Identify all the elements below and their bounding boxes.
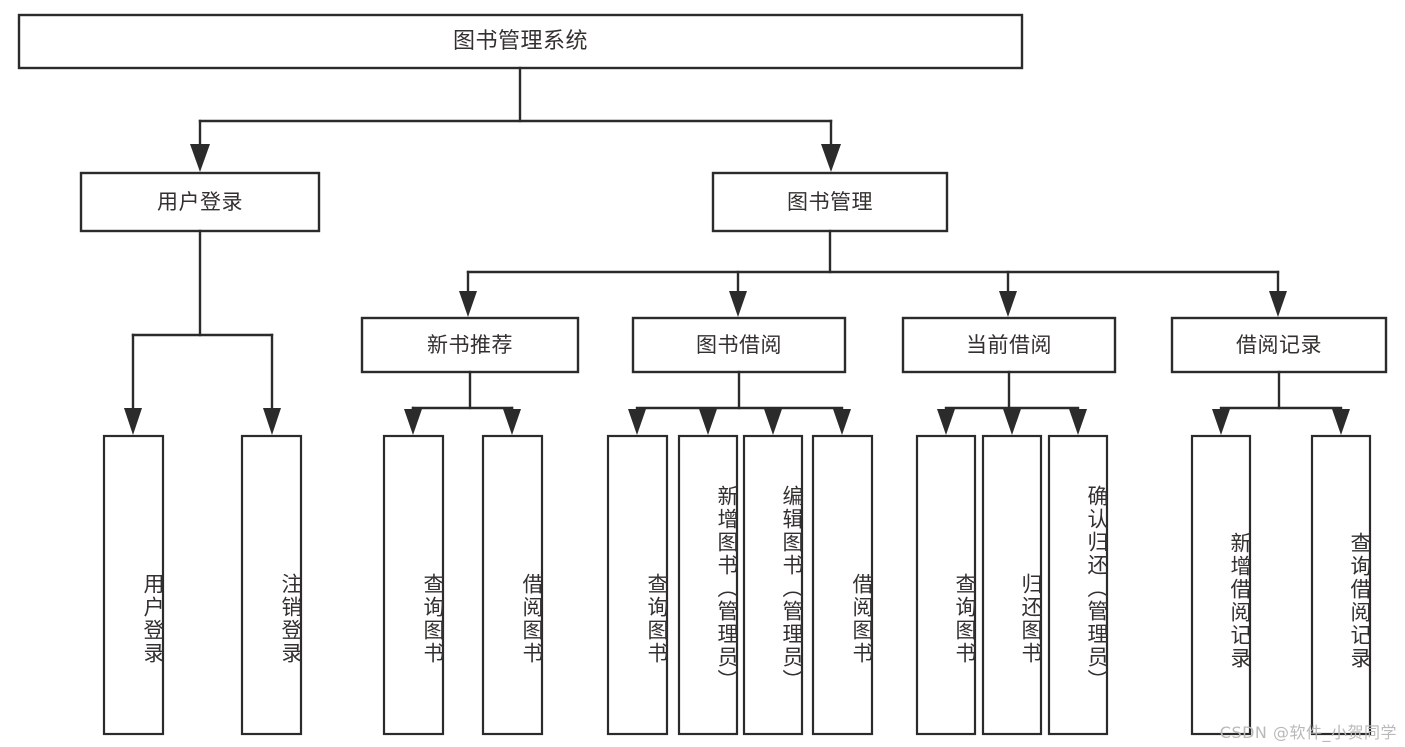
- arrowhead-record-query: [1332, 409, 1350, 435]
- arrowhead-book-borrow: [729, 291, 747, 317]
- arrowhead-user-login: [190, 144, 210, 172]
- leaf-label-borrow-lend: 借阅图书: [850, 573, 874, 665]
- arrowhead-recommend-borrow: [503, 409, 521, 435]
- node-label-book-management: 图书管理: [787, 189, 873, 214]
- leaf-label-record-query: 查询借阅记录: [1348, 532, 1372, 670]
- node-label-book-borrow: 图书借阅: [696, 332, 782, 357]
- node-box-root[interactable]: [17, 13, 1024, 70]
- leaf-label-user-login-logout: 注销登录: [279, 573, 303, 665]
- arrowhead-leaf-user-login: [124, 408, 142, 435]
- leaf-box-user-login-login[interactable]: [102, 434, 165, 736]
- node-label-borrow-record: 借阅记录: [1236, 332, 1322, 357]
- leaf-box-borrow-query[interactable]: [606, 434, 669, 736]
- node-box-user-login[interactable]: [79, 171, 321, 233]
- arrowhead-borrow-query: [628, 409, 646, 435]
- leaf-box-current-return[interactable]: [981, 434, 1043, 736]
- leaf-box-user-login-logout[interactable]: [240, 434, 303, 736]
- leaf-label-recommend-borrow: 借阅图书: [520, 573, 544, 665]
- leaf-box-borrow-edit[interactable]: [742, 434, 804, 736]
- arrowhead-new-book-recommend: [459, 291, 477, 317]
- leaf-box-current-query[interactable]: [915, 434, 977, 736]
- csdn-watermark: CSDN @软件_小贺同学: [1219, 723, 1397, 742]
- arrowhead-borrow-lend: [833, 409, 851, 435]
- node-label-new-book-recommend: 新书推荐: [427, 332, 513, 357]
- arrowhead-book-management: [821, 144, 841, 172]
- leaf-box-current-confirm[interactable]: [1047, 434, 1109, 736]
- leaf-label-borrow-add: 新增图书（管理员）: [715, 485, 739, 692]
- leaf-label-current-return: 归还图书: [1019, 573, 1043, 665]
- arrowhead-current-borrow: [999, 291, 1017, 317]
- leaf-label-recommend-query: 查询图书: [421, 573, 445, 665]
- leaf-box-record-add[interactable]: [1190, 434, 1252, 736]
- leaf-label-user-login-login: 用户登录: [141, 573, 165, 665]
- arrowhead-borrow-record: [1269, 291, 1287, 317]
- leaf-label-current-query: 查询图书: [953, 573, 977, 665]
- leaf-box-recommend-query[interactable]: [382, 434, 445, 736]
- arrowhead-recommend-query: [404, 409, 422, 435]
- leaf-box-record-query[interactable]: [1310, 434, 1372, 736]
- leaf-label-current-confirm: 确认归还（管理员）: [1085, 485, 1109, 692]
- node-label-root: 图书管理系统: [452, 28, 588, 54]
- leaf-label-record-add: 新增借阅记录: [1228, 532, 1252, 670]
- leaf-label-borrow-query: 查询图书: [645, 573, 669, 665]
- leaf-box-borrow-lend[interactable]: [811, 434, 874, 736]
- arrowhead-leaf-logout: [263, 408, 281, 435]
- node-box-new-book-recommend[interactable]: [360, 316, 580, 374]
- leaf-label-borrow-edit: 编辑图书（管理员）: [780, 485, 804, 692]
- arrowhead-current-confirm: [1069, 409, 1087, 435]
- arrowhead-borrow-add: [699, 409, 717, 435]
- arrowhead-borrow-edit: [764, 409, 782, 435]
- node-label-user-login: 用户登录: [157, 189, 243, 214]
- node-label-current-borrow: 当前借阅: [966, 332, 1052, 357]
- leaf-box-recommend-borrow[interactable]: [481, 434, 544, 736]
- arrowhead-current-query: [937, 409, 955, 435]
- arrowhead-current-return: [1003, 409, 1021, 435]
- arrowhead-record-add: [1212, 409, 1230, 435]
- leaf-box-borrow-add[interactable]: [677, 434, 739, 736]
- node-box-current-borrow[interactable]: [901, 316, 1117, 374]
